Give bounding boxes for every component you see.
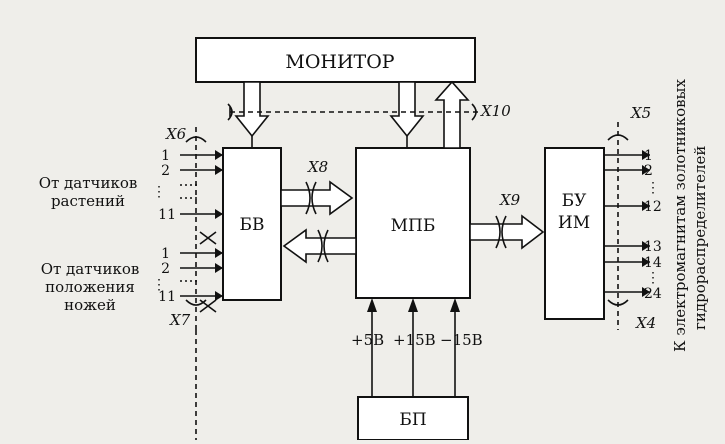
bv-block: [222, 147, 282, 301]
bleed-through-text: [0, 8, 725, 30]
knife-sensors-label-2: положения: [45, 278, 135, 296]
right-bottom-pin-24: 24: [644, 286, 662, 302]
right-bottom-ellipsis: ⋮: [646, 270, 660, 286]
left-bottom-ellipsis: ⋮: [152, 277, 166, 293]
bv-to-mpb-arrow: [280, 180, 354, 216]
plant-sensors-label-1: От датчиков: [39, 174, 138, 192]
mpb-block: [355, 147, 471, 299]
mpb-to-bv-arrow: [282, 228, 357, 264]
voltage-plus15: +15В: [393, 331, 436, 349]
mpb-to-monitor-arrow: [434, 80, 470, 149]
voltage-plus5: +5В: [351, 331, 384, 349]
left-top-pin-11: 11: [158, 207, 176, 223]
x9-label: X9: [499, 191, 521, 209]
monitor-block: [195, 37, 476, 83]
knife-sensors-label-1: От датчиков: [41, 260, 140, 278]
x4-label: X4: [635, 314, 656, 332]
bu-label: БУ: [562, 191, 587, 211]
left-top-pin-2: 2: [161, 163, 170, 179]
plant-sensors-label-2: растений: [51, 192, 125, 210]
x10-dashed-bus: [229, 104, 478, 120]
x5-label: X5: [630, 104, 651, 122]
right-top-pin-2: 2: [644, 163, 653, 179]
right-top-ellipsis: ⋮: [646, 180, 660, 196]
right-top-pin-1: 1: [644, 148, 653, 164]
bu-im-block: [544, 147, 605, 320]
monitor-label: МОНИТОР: [285, 51, 394, 73]
bp-label: БП: [399, 410, 426, 430]
power-lines: [367, 298, 460, 397]
monitor-to-bv-arrow: [234, 81, 270, 138]
mpb-label: МПБ: [391, 216, 436, 236]
im-label: ИМ: [558, 213, 590, 233]
right-top-pin-12: 12: [644, 199, 662, 215]
left-top-pin-1: 1: [161, 148, 170, 164]
x8-label: X8: [307, 158, 328, 176]
bp-block: [357, 396, 469, 441]
x10-label: X10: [480, 102, 511, 120]
knife-sensor-inputs: [180, 248, 223, 301]
left-bottom-pin-1: 1: [161, 246, 170, 262]
mpb-to-buim-arrow: [469, 214, 545, 250]
output-label-1: К электромагнитам золотниковых: [671, 79, 689, 352]
output-label-2: гидрораспределителей: [691, 146, 709, 330]
monitor-to-mpb-arrow: [389, 81, 425, 138]
bv-label: БВ: [240, 215, 265, 235]
left-bottom-pin-2: 2: [161, 261, 170, 277]
right-bottom-pin-13: 13: [644, 239, 662, 255]
x6-label: X6: [165, 125, 187, 143]
left-bottom-pin-11: 11: [158, 289, 176, 305]
buim-outputs: [604, 150, 650, 297]
left-top-ellipsis: ⋮: [152, 184, 166, 200]
knife-sensors-label-3: ножей: [64, 296, 116, 314]
voltage-minus15: −15В: [440, 331, 483, 349]
right-bottom-pin-14: 14: [644, 255, 662, 271]
x7-label: X7: [169, 311, 191, 329]
plant-sensor-inputs: [180, 150, 223, 219]
